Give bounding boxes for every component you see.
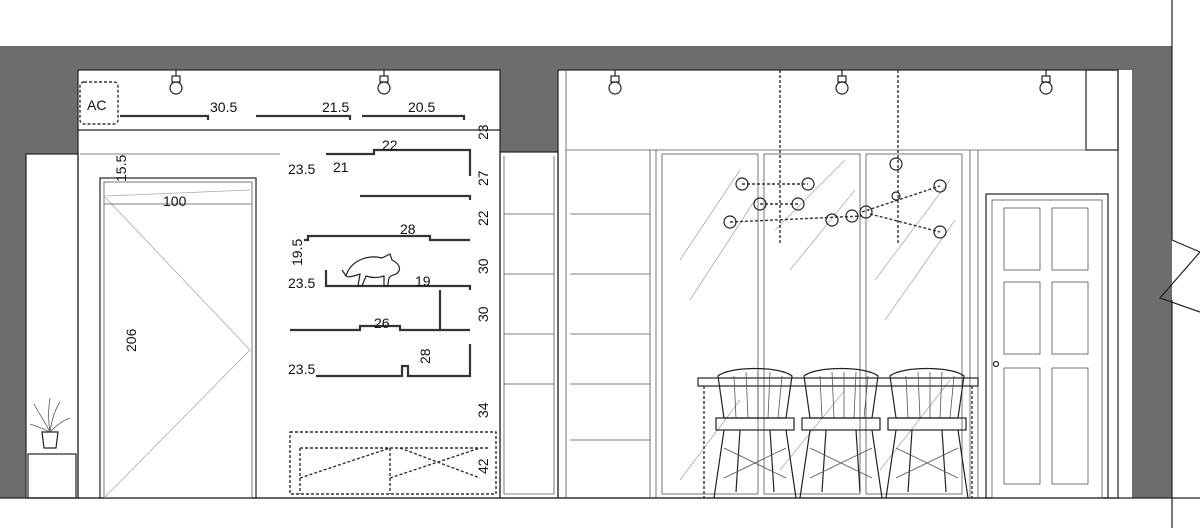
dim-20-5: 20.5 — [408, 99, 435, 115]
dim-19-5: 19.5 — [289, 239, 305, 266]
dim-26: 26 — [374, 315, 390, 331]
cat-shelves — [290, 148, 472, 378]
dim-23-5-c: 23.5 — [288, 361, 315, 377]
top-shelves — [120, 114, 466, 120]
ceiling-light-icon — [169, 70, 1053, 95]
ac-label: AC — [87, 97, 106, 113]
bar-chair-icon — [885, 367, 969, 499]
dim-30-a: 30 — [475, 258, 491, 274]
dim-21-5: 21.5 — [322, 99, 349, 115]
dim-23-5-b: 23.5 — [288, 275, 315, 291]
dim-42: 42 — [475, 458, 491, 474]
dim-30-b: 30 — [475, 306, 491, 322]
dim-28-a: 28 — [400, 221, 416, 237]
door-right — [985, 193, 1109, 499]
dim-34: 34 — [475, 402, 491, 418]
wall-slab — [0, 46, 1172, 498]
chandelier-icon — [723, 70, 947, 244]
dim-22-right: 22 — [475, 210, 491, 226]
ac-unit: AC — [79, 81, 119, 125]
bar-chair-icon — [799, 367, 883, 499]
glass-panels — [661, 150, 979, 498]
dim-28-b: 28 — [417, 348, 433, 364]
middle-shelf-unit — [499, 151, 559, 499]
dim-206: 206 — [123, 328, 139, 352]
dimension-labels: 30.5 21.5 20.5 22 23.5 21 100 28 23.5 19… — [113, 99, 491, 474]
glass-cabinet — [570, 150, 657, 498]
bench-left — [289, 431, 497, 495]
plant-icon — [27, 397, 77, 499]
dim-30-5: 30.5 — [210, 99, 237, 115]
dim-100: 100 — [163, 193, 187, 209]
dim-21: 21 — [333, 159, 349, 175]
dim-23-right: 23 — [475, 124, 491, 140]
left-wall-outline — [25, 69, 501, 499]
dim-23-5-a: 23.5 — [288, 161, 315, 177]
dim-15-5: 15.5 — [113, 155, 129, 182]
break-line — [1158, 0, 1200, 528]
dim-19: 19 — [415, 273, 431, 289]
dim-22-top: 22 — [382, 137, 398, 153]
bar-chair-icon — [713, 367, 797, 499]
cat-icon — [341, 253, 401, 287]
right-room-outline — [557, 69, 1119, 499]
dim-27: 27 — [475, 170, 491, 186]
bar-counter — [697, 377, 979, 498]
door-left — [99, 177, 257, 499]
